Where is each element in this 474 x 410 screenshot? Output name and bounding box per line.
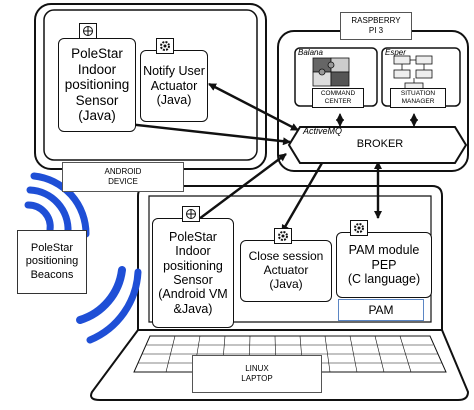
flowchart-icon (393, 55, 433, 92)
gear-icon (274, 228, 292, 244)
command-center-box: COMMAND CENTER (312, 88, 364, 108)
gear-icon (350, 220, 368, 236)
close-session-actuator-box: Close session Actuator (Java) (240, 240, 332, 302)
pam-text: PAM (368, 302, 394, 317)
notify-actuator-box: Notify User Actuator (Java) (140, 50, 208, 122)
command-center-text: COMMAND CENTER (320, 90, 356, 105)
broker-shape (287, 126, 468, 164)
laptop-sensor-label: PoleStar Indoor positioning Sensor (Andr… (158, 229, 228, 316)
beacon-waves (24, 172, 142, 344)
gear-icon (156, 38, 174, 54)
pam-module-box: PAM module PEP (C language) (336, 232, 432, 298)
android-sensor-label: PoleStar Indoor positioning Sensor (Java… (64, 46, 130, 124)
pam-box: PAM (338, 299, 424, 321)
balana-label: Balana (298, 48, 323, 57)
esper-label: Esper (385, 48, 406, 57)
situation-manager-box: SITUATION MANAGER (390, 88, 446, 108)
raspberry-label: RASPBERRY PI 3 (340, 12, 412, 40)
laptop-device-text: LINUX LAPTOP (241, 364, 273, 383)
close-session-actuator-label: Close session Actuator (Java) (248, 249, 324, 291)
broker-label: BROKER (356, 138, 404, 150)
puzzle-icon (312, 57, 350, 87)
situation-manager-text: SITUATION MANAGER (400, 90, 436, 105)
android-device-label: ANDROID DEVICE (62, 162, 184, 192)
arrow-android-sensor-to-broker (127, 122, 291, 146)
laptop-sensor-box: PoleStar Indoor positioning Sensor (Andr… (152, 218, 234, 328)
android-device-text: ANDROID DEVICE (104, 167, 142, 186)
sensor-icon (79, 23, 97, 39)
notify-actuator-label: Notify User Actuator (Java) (143, 64, 205, 108)
arrow-broker-notify (208, 82, 299, 132)
android-sensor-box: PoleStar Indoor positioning Sensor (Java… (58, 38, 136, 132)
arrow-broker-to-close-session (280, 162, 324, 233)
sensor-icon (182, 206, 200, 222)
activemq-label: ActiveMQ (303, 126, 343, 136)
arrow-laptop-sensor-to-broker (194, 153, 287, 223)
laptop-device-label: LINUX LAPTOP (192, 355, 322, 393)
raspberry-text: RASPBERRY PI 3 (351, 16, 401, 35)
beacons-text: PoleStar positioning Beacons (25, 242, 79, 281)
beacons-box: PoleStar positioning Beacons (17, 230, 87, 294)
pam-module-label: PAM module PEP (C language) (347, 243, 421, 287)
